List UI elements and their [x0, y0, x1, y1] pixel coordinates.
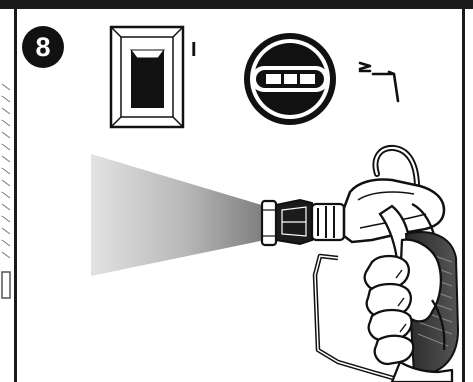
pressure-knob-icon — [244, 33, 336, 125]
top-border — [0, 0, 473, 9]
hand-icon — [363, 238, 454, 382]
left-border — [14, 9, 17, 382]
spray-fan-icon — [91, 154, 265, 276]
side-strip-decoration — [1, 83, 11, 299]
max-pressure-icon — [358, 61, 400, 103]
step-number-badge: 8 — [22, 26, 64, 68]
switch-on-mark: I — [191, 39, 197, 61]
right-border — [462, 9, 465, 382]
rocker-switch-icon — [109, 25, 185, 129]
